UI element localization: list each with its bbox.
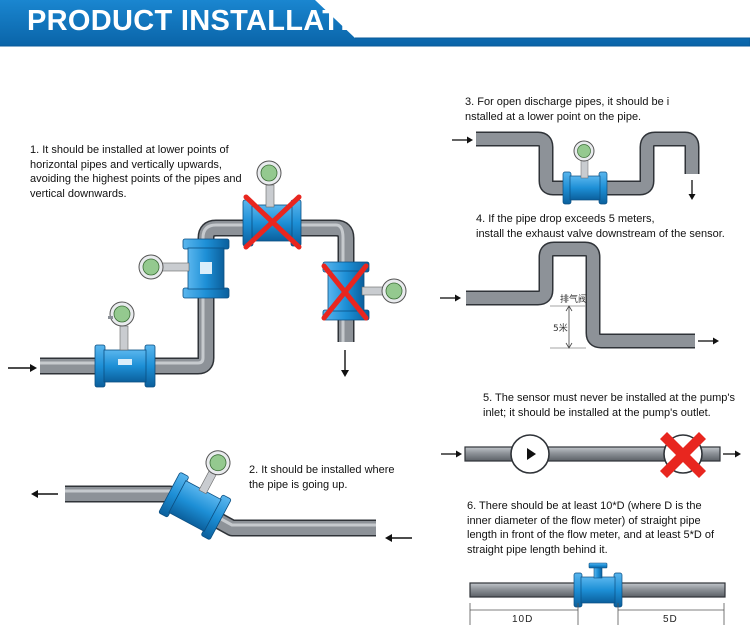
exhaust-valve-label: 排气阀 bbox=[560, 293, 587, 305]
flow-meter-icon bbox=[158, 450, 232, 540]
arrow-right-icon bbox=[698, 337, 719, 345]
pump-icon bbox=[510, 434, 550, 474]
pipe-network-1 bbox=[40, 219, 355, 375]
pipe-drop-4 bbox=[466, 241, 695, 349]
height-dimension bbox=[550, 305, 586, 349]
title-banner bbox=[0, 0, 750, 50]
reject-x-icon bbox=[243, 194, 302, 250]
note-1-text: 1. It should be installed at lower point… bbox=[30, 144, 242, 200]
arrow-right-icon bbox=[8, 364, 37, 372]
flow-meter-icon bbox=[573, 562, 623, 608]
length-dimension bbox=[469, 603, 725, 625]
page-title: PRODUCT INSTALLATION bbox=[27, 5, 393, 37]
arrow-right-icon bbox=[723, 450, 741, 458]
note-2-text: 2. It should be installed where the pipe… bbox=[249, 464, 395, 491]
arrow-right-icon bbox=[440, 294, 461, 302]
arrow-right-icon bbox=[452, 136, 473, 144]
note-3-text: 3. For open discharge pipes, it should b… bbox=[465, 96, 670, 123]
reject-x-icon bbox=[660, 432, 706, 478]
note-4-text: 4. If the pipe drop exceeds 5 meters, in… bbox=[476, 213, 725, 240]
drop-height-label: 5米 bbox=[553, 322, 568, 334]
flow-meter-icon bbox=[562, 140, 608, 205]
arrow-down-icon bbox=[341, 350, 349, 377]
pipe-discharge-3 bbox=[476, 131, 700, 196]
reject-x-icon bbox=[321, 263, 369, 321]
downstream-length-label: 5D bbox=[663, 614, 678, 625]
note-5-text: 5. The sensor must never be installed at… bbox=[483, 392, 735, 419]
note-6-text: 6. There should be at least 10*D (where … bbox=[467, 500, 715, 556]
arrow-left-icon bbox=[385, 534, 412, 542]
flow-meter-icon bbox=[94, 301, 156, 388]
arrow-right-icon bbox=[441, 450, 462, 458]
arrow-down-icon bbox=[688, 180, 696, 200]
arrow-left-icon bbox=[31, 490, 58, 498]
upstream-length-label: 10D bbox=[512, 614, 533, 625]
flow-meter-icon bbox=[138, 238, 230, 299]
